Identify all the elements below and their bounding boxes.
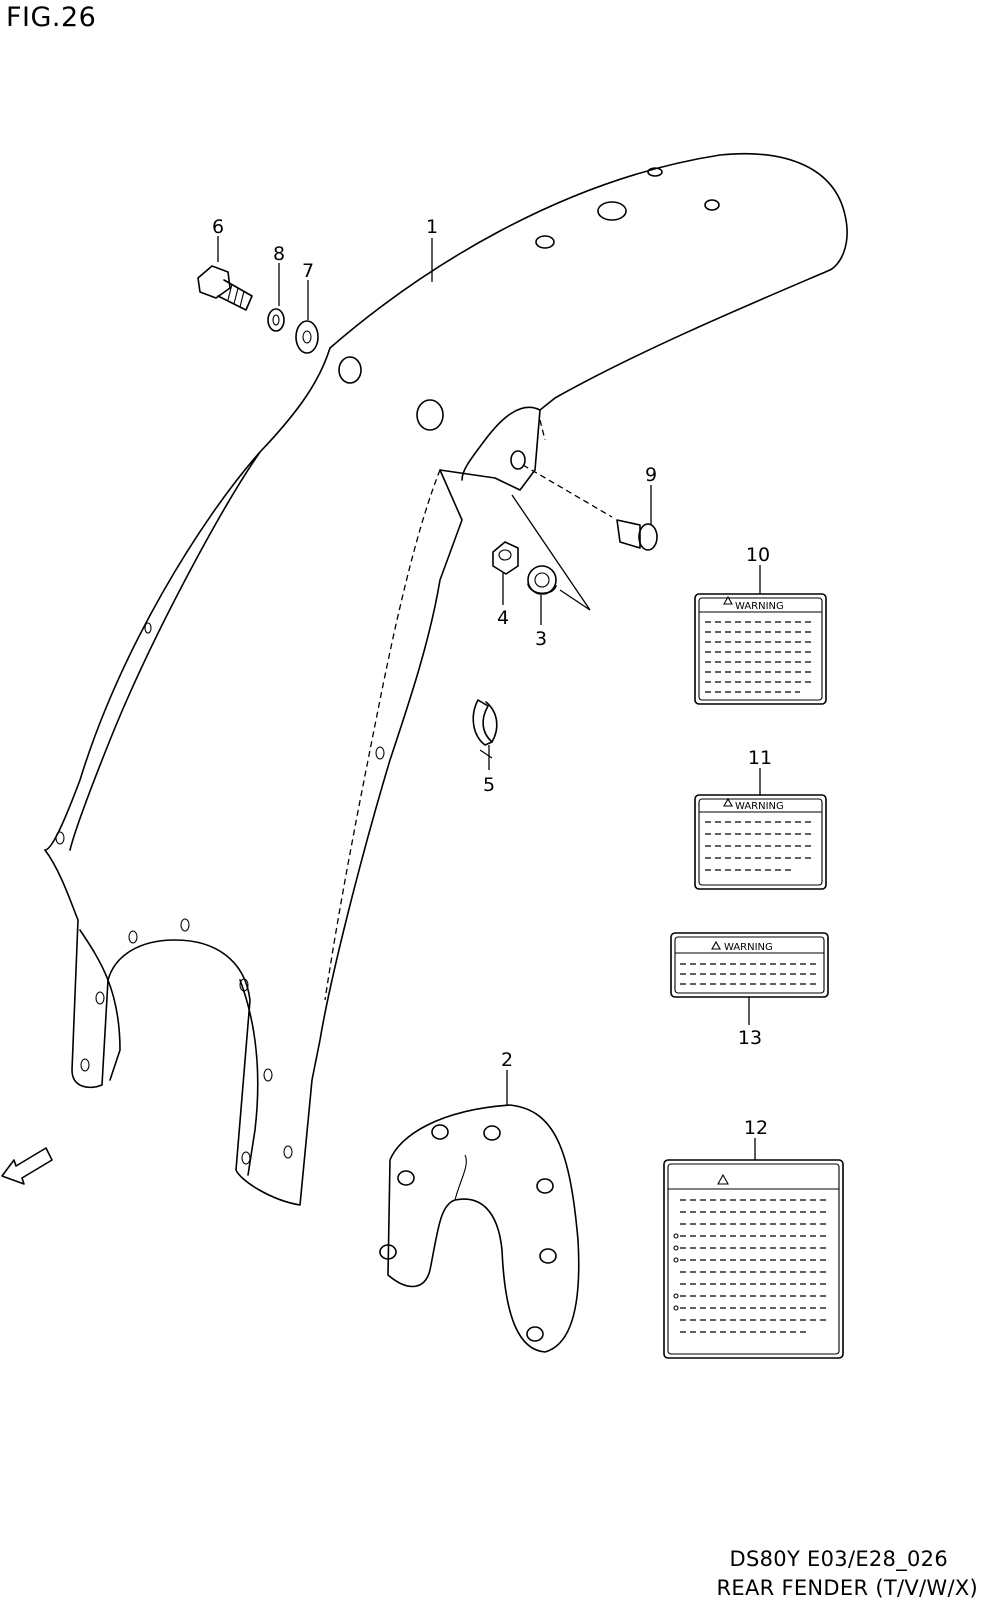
callout-1: 1 xyxy=(426,216,438,238)
mud-guard-part-2 xyxy=(379,1104,580,1353)
callout-4: 4 xyxy=(497,607,509,629)
section-title: REAR FENDER (T/V/W/X) xyxy=(716,1576,978,1600)
model-code: DS80Y E03/E28_026 xyxy=(729,1547,948,1571)
warning-text-13: WARNING xyxy=(724,942,773,953)
callout-8: 8 xyxy=(273,243,285,265)
callout-3: 3 xyxy=(535,628,547,650)
callout-6: 6 xyxy=(212,216,224,238)
warning-text-11: WARNING xyxy=(735,801,784,812)
nut-part-4 xyxy=(492,541,519,575)
callout-10: 10 xyxy=(746,544,770,566)
callout-9: 9 xyxy=(645,464,657,486)
warning-label-part-12 xyxy=(663,1159,844,1359)
callout-11: 11 xyxy=(748,747,772,769)
callout-7: 7 xyxy=(302,260,314,282)
forward-arrow-icon: FWD xyxy=(1,1147,53,1185)
rear-fender-part xyxy=(44,153,848,1206)
washer-part-7 xyxy=(295,320,319,354)
figure-label: FIG.26 xyxy=(6,2,97,33)
callout-13: 13 xyxy=(738,1027,762,1049)
callout-2: 2 xyxy=(501,1049,513,1071)
washer-part-8 xyxy=(267,308,285,332)
bolt-part-9 xyxy=(522,464,658,551)
callout-5: 5 xyxy=(483,774,495,796)
bolt-part-6 xyxy=(197,265,253,311)
warning-text-10: WARNING xyxy=(735,601,784,612)
grommet-part-3 xyxy=(511,494,591,611)
callout-12: 12 xyxy=(744,1117,768,1139)
clamp-part-5 xyxy=(472,699,498,759)
